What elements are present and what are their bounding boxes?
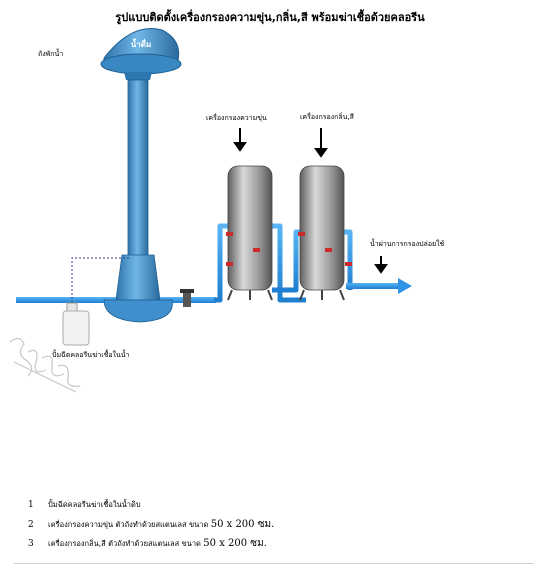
water-tower-label: ถังพักน้ำ [38, 50, 64, 58]
legend-dimension: 50 x 200 ซม. [210, 519, 275, 530]
diagram-title: รูปแบบติดตั้งเครื่องกรองความขุ่น,กลิ่น,ส… [115, 11, 425, 24]
legend-text: เครื่องกรองความขุ่น ตัวถังทำด้วยสแตนเลส … [48, 520, 209, 529]
chlorine-line [71, 257, 130, 303]
pointer-arrows [233, 128, 388, 274]
odor-color-filter-tank [299, 165, 345, 301]
legend-number: 2 [28, 520, 34, 530]
outlet-arrow [398, 278, 412, 294]
bottom-divider [14, 563, 534, 564]
tank-valves [226, 232, 352, 266]
turbidity-filter-tank [227, 165, 273, 301]
legend-item-3: 3 เครื่องกรองกลิ่น,สี ตัวถังทำด้วยสแตนเลส… [28, 536, 267, 551]
odor-color-filter-label: เครื่องกรองกลิ่น,สี [300, 113, 354, 121]
front-manifold [236, 198, 338, 284]
chlorine-pump-label: ปั้มฉีดคลอรีนฆ่าเชื้อในน้ำ [52, 351, 130, 359]
legend-text: ปั้มฉีดคลอรีนฆ่าเชื้อในน้ำดิบ [48, 500, 141, 509]
tower-logo-text: น้ำดื่ม [131, 38, 151, 49]
legend-dimension: 50 x 200 ซม. [203, 538, 267, 549]
output-water-label: น้ำผ่านการกรองปล่อยใช้ [370, 240, 445, 248]
turbidity-filter-label: เครื่องกรองความขุ่น [206, 114, 267, 122]
legend-number: 3 [28, 539, 34, 549]
legend-item-1: 1 ปั้มฉีดคลอรีนฆ่าเชื้อในน้ำดิบ [28, 499, 141, 511]
legend-number: 1 [28, 500, 34, 510]
signature-stamp [9, 337, 81, 393]
water-tower [100, 28, 182, 323]
chlorine-pump-tank [62, 302, 90, 346]
outlet-pipe [346, 283, 398, 289]
inlet-valve [180, 289, 194, 307]
legend-item-2: 2 เครื่องกรองความขุ่น ตัวถังทำด้วยสแตนเลส… [28, 517, 274, 532]
legend-text: เครื่องกรองกลิ่น,สี ตัวถังทำด้วยสแตนเลส … [48, 539, 201, 548]
